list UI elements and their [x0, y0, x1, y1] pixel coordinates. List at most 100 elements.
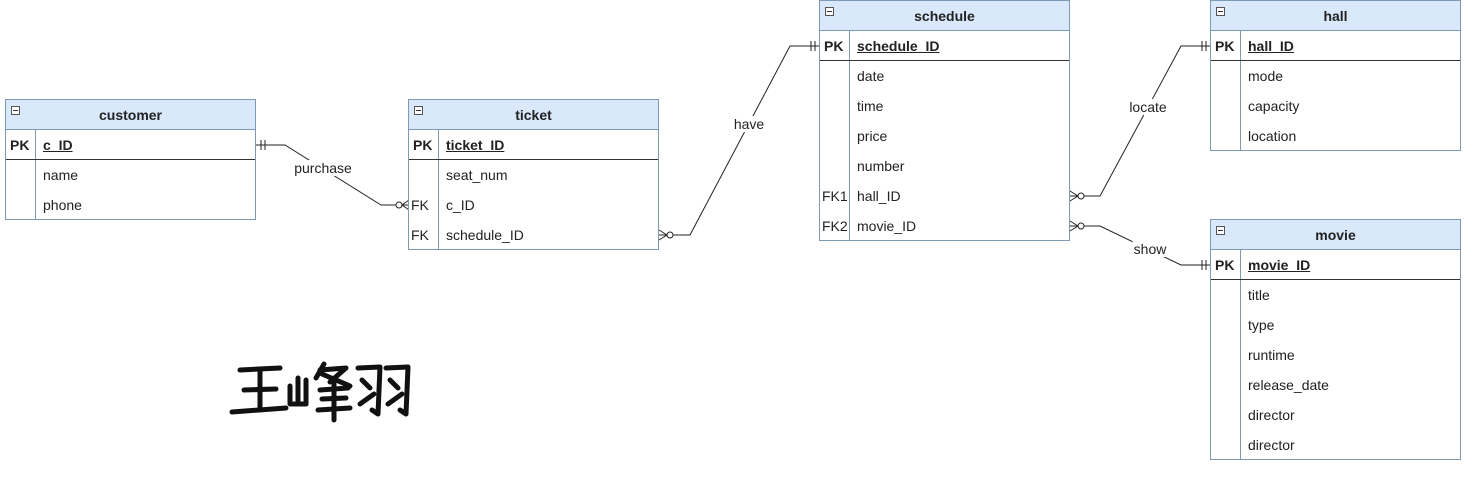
- primary-key-field: movie_ID: [1248, 257, 1311, 273]
- handwritten-signature: [229, 361, 411, 423]
- attribute-row[interactable]: seat_num: [409, 160, 658, 190]
- entity-header[interactable]: schedule: [820, 1, 1069, 31]
- attribute-name: name: [43, 167, 79, 183]
- key-label: [1211, 430, 1241, 460]
- attribute-name: director: [1248, 407, 1295, 423]
- primary-key-field: schedule_ID: [857, 38, 940, 54]
- attribute-row[interactable]: FK schedule_ID: [409, 220, 658, 250]
- relationship-label-purchase: purchase: [293, 160, 353, 176]
- attribute-name: price: [857, 128, 888, 144]
- key-label: PK: [6, 130, 36, 159]
- key-label: FK: [409, 220, 439, 250]
- entity-movie[interactable]: movie PK movie_ID title type runtime rel…: [1210, 219, 1461, 460]
- primary-key-field: hall_ID: [1248, 38, 1294, 54]
- entity-header[interactable]: movie: [1211, 220, 1460, 250]
- primary-key-row[interactable]: PK c_ID: [6, 130, 255, 160]
- attribute-row[interactable]: phone: [6, 190, 255, 220]
- key-label: FK: [409, 190, 439, 220]
- attribute-name: hall_ID: [857, 188, 901, 204]
- key-label: [6, 190, 36, 220]
- attribute-name: mode: [1248, 68, 1284, 84]
- attribute-row[interactable]: capacity: [1211, 91, 1460, 121]
- attribute-name: type: [1248, 317, 1275, 333]
- attribute-row[interactable]: location: [1211, 121, 1460, 151]
- key-label: [409, 160, 439, 190]
- primary-key-field: c_ID: [43, 137, 73, 153]
- attribute-name: movie_ID: [857, 218, 917, 234]
- entity-header[interactable]: customer: [6, 100, 255, 130]
- attribute-name: capacity: [1248, 98, 1300, 114]
- key-label: PK: [820, 31, 850, 60]
- attribute-row[interactable]: FK1 hall_ID: [820, 181, 1069, 211]
- attribute-row[interactable]: date: [820, 61, 1069, 91]
- collapse-icon[interactable]: [1216, 7, 1225, 16]
- attribute-row[interactable]: mode: [1211, 61, 1460, 91]
- attribute-row[interactable]: price: [820, 121, 1069, 151]
- attribute-row[interactable]: director: [1211, 400, 1460, 430]
- entity-ticket[interactable]: ticket PK ticket_ID seat_num FK c_ID FK …: [408, 99, 659, 250]
- attribute-name: schedule_ID: [446, 227, 524, 243]
- attribute-name: runtime: [1248, 347, 1295, 363]
- primary-key-row[interactable]: PK schedule_ID: [820, 31, 1069, 61]
- primary-key-row[interactable]: PK movie_ID: [1211, 250, 1460, 280]
- key-label: PK: [1211, 250, 1241, 279]
- attribute-row[interactable]: title: [1211, 280, 1460, 310]
- key-label: FK2: [820, 211, 850, 241]
- edge-locate[interactable]: [1069, 41, 1211, 202]
- attribute-name: time: [857, 98, 884, 114]
- attribute-name: seat_num: [446, 167, 508, 183]
- collapse-icon[interactable]: [1216, 226, 1225, 235]
- attribute-name: phone: [43, 197, 82, 213]
- collapse-icon[interactable]: [11, 106, 20, 115]
- entity-hall[interactable]: hall PK hall_ID mode capacity location: [1210, 0, 1461, 151]
- entity-title: movie: [1315, 227, 1356, 243]
- attribute-name: director: [1248, 437, 1295, 453]
- entity-schedule[interactable]: schedule PK schedule_ID date time price …: [819, 0, 1070, 241]
- attribute-name: c_ID: [446, 197, 475, 213]
- attribute-name: number: [857, 158, 905, 174]
- attribute-name: date: [857, 68, 885, 84]
- key-label: [1211, 310, 1241, 340]
- entity-header[interactable]: ticket: [409, 100, 658, 130]
- edge-have[interactable]: [658, 41, 820, 241]
- attribute-row[interactable]: runtime: [1211, 340, 1460, 370]
- entity-title: schedule: [914, 8, 975, 24]
- attribute-row[interactable]: time: [820, 91, 1069, 121]
- key-label: [820, 61, 850, 91]
- key-label: [1211, 121, 1241, 151]
- attribute-name: release_date: [1248, 377, 1329, 393]
- entity-title: hall: [1323, 8, 1348, 24]
- key-label: [1211, 370, 1241, 400]
- key-label: [1211, 61, 1241, 91]
- attribute-name: title: [1248, 287, 1270, 303]
- collapse-icon[interactable]: [825, 7, 834, 16]
- primary-key-row[interactable]: PK hall_ID: [1211, 31, 1460, 61]
- key-label: [6, 160, 36, 190]
- key-label: [820, 121, 850, 151]
- attribute-row[interactable]: FK c_ID: [409, 190, 658, 220]
- attribute-row[interactable]: release_date: [1211, 370, 1460, 400]
- attribute-row[interactable]: number: [820, 151, 1069, 181]
- key-label: [820, 91, 850, 121]
- entity-title: customer: [98, 107, 163, 123]
- attribute-row[interactable]: director: [1211, 430, 1460, 460]
- attribute-name: location: [1248, 128, 1297, 144]
- key-label: [1211, 340, 1241, 370]
- key-label: [820, 151, 850, 181]
- key-label: PK: [1211, 31, 1241, 60]
- key-label: FK1: [820, 181, 850, 211]
- attribute-row[interactable]: type: [1211, 310, 1460, 340]
- collapse-icon[interactable]: [414, 106, 423, 115]
- entity-customer[interactable]: customer PK c_ID name phone: [5, 99, 256, 220]
- primary-key-field: ticket_ID: [446, 137, 505, 153]
- attribute-row[interactable]: name: [6, 160, 255, 190]
- key-label: [1211, 91, 1241, 121]
- relationship-label-locate: locate: [1128, 99, 1168, 115]
- relationship-label-show: show: [1132, 241, 1168, 257]
- key-label: [1211, 400, 1241, 430]
- attribute-row[interactable]: FK2 movie_ID: [820, 211, 1069, 241]
- primary-key-row[interactable]: PK ticket_ID: [409, 130, 658, 160]
- key-label: [1211, 280, 1241, 310]
- entity-header[interactable]: hall: [1211, 1, 1460, 31]
- relationship-label-have: have: [732, 116, 766, 132]
